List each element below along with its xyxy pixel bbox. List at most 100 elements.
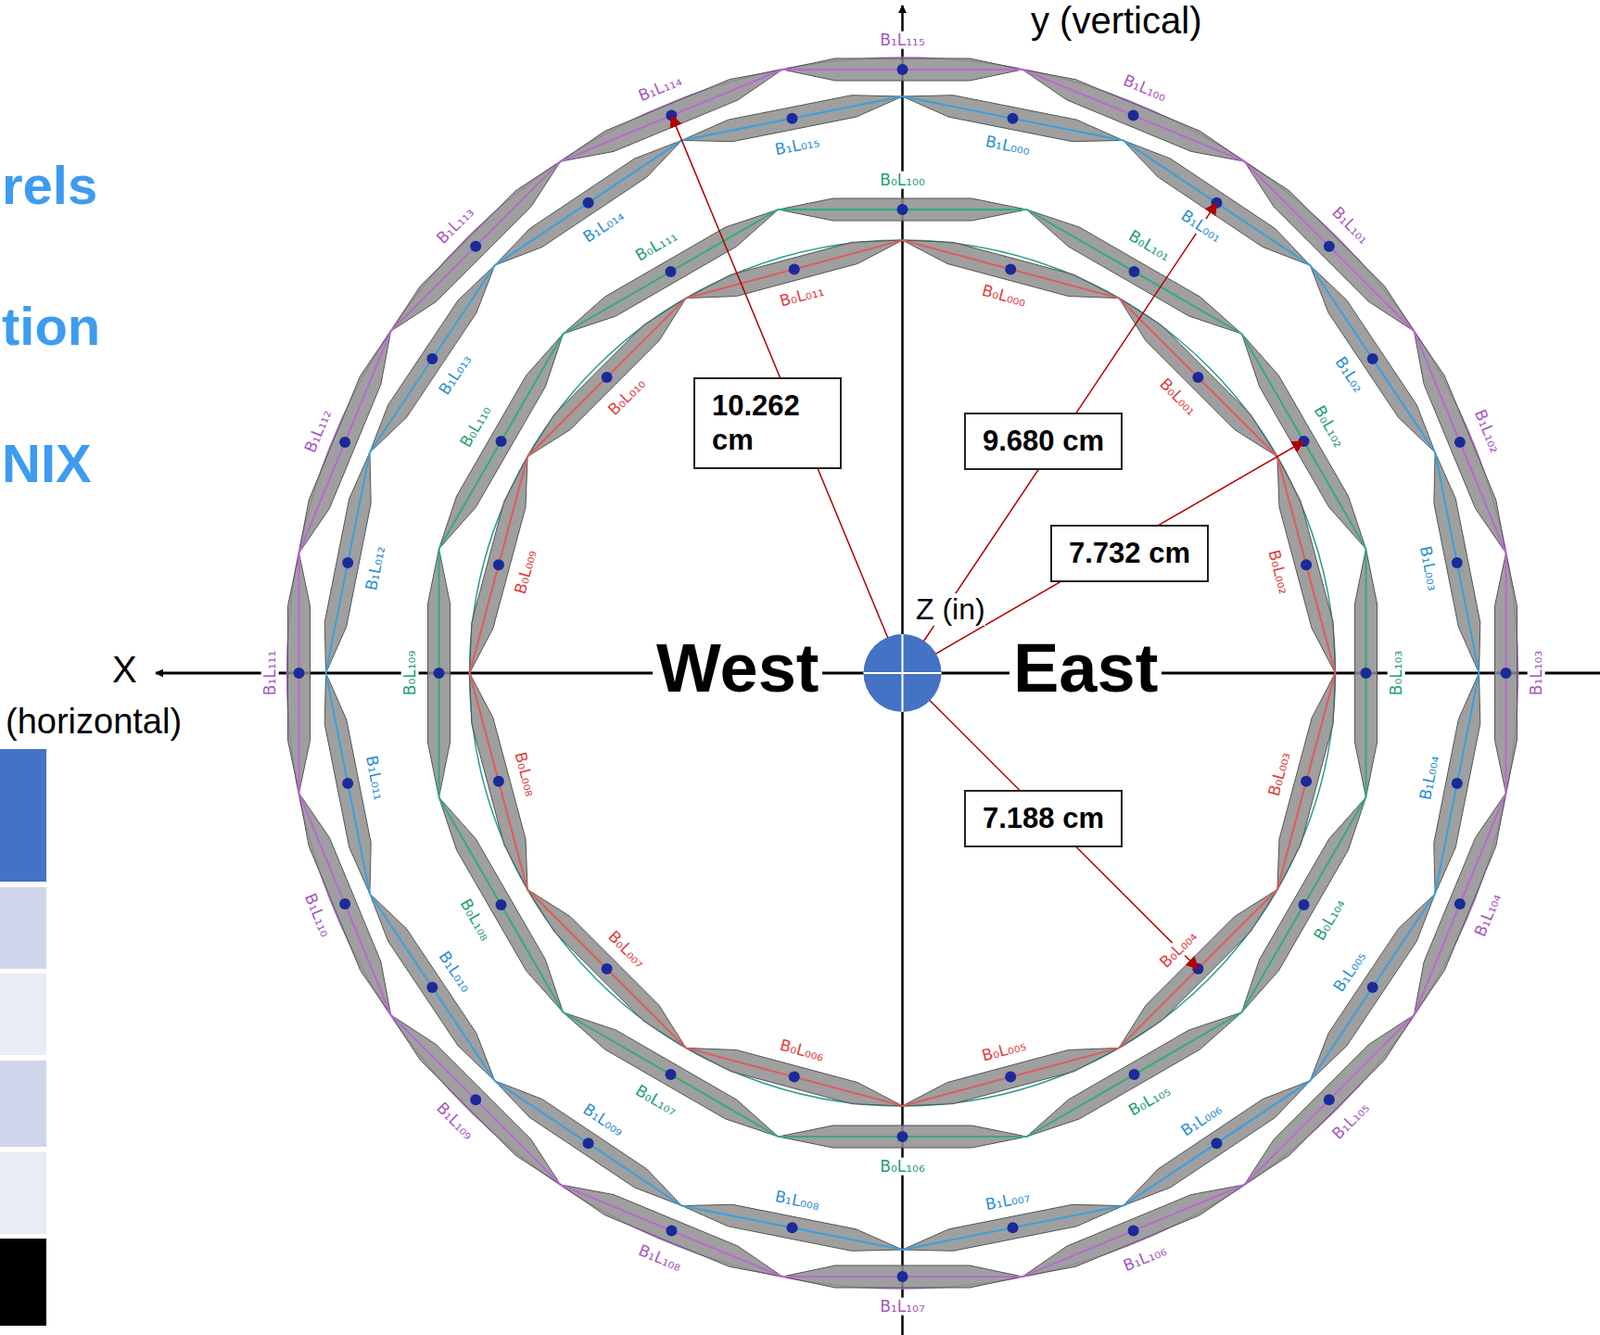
ladder-label: B₀L₀₀₅ xyxy=(977,1035,1029,1066)
ladder-center xyxy=(1451,777,1463,789)
table-cell xyxy=(0,973,47,1055)
ladder-center xyxy=(787,1221,799,1233)
ladder-line xyxy=(369,265,496,453)
ladder-line xyxy=(495,139,683,266)
ladder-center xyxy=(1004,1071,1016,1083)
ladder-line xyxy=(527,298,686,458)
ladder-label: B₁L₀₁₅ xyxy=(772,132,824,160)
ladder xyxy=(1309,893,1435,1081)
ladder-label: B₁L₁₀₀ xyxy=(1118,70,1171,105)
ladder xyxy=(1355,548,1378,798)
ladder-body xyxy=(782,58,1023,81)
ladder-label: B₁L₀₂ xyxy=(1330,352,1369,397)
ladder-label: B₀L₀₀₃ xyxy=(1264,748,1295,800)
ladder-center xyxy=(1129,1068,1141,1080)
ladder-center xyxy=(897,203,909,216)
ladder xyxy=(1123,1080,1311,1207)
ladder-label: B₁L₀₁₂ xyxy=(361,542,389,594)
ladder-center xyxy=(426,981,438,993)
ladder-center xyxy=(495,435,508,447)
table-cell xyxy=(0,1238,47,1326)
ladder-center xyxy=(1367,981,1379,993)
ladder-center xyxy=(665,1068,677,1080)
ladder-body xyxy=(682,95,903,142)
slide-title-fragment: NIX xyxy=(1,433,92,494)
ladder-center xyxy=(426,353,438,365)
ladder xyxy=(324,673,371,894)
ladder xyxy=(527,298,686,458)
ladder-center xyxy=(1004,263,1016,275)
beam-pipe-circle xyxy=(863,634,942,712)
ladder-label: B₁L₀₁₄ xyxy=(578,204,629,247)
ladder-label: B₀L₀₀₂ xyxy=(1264,546,1295,597)
ladder-center xyxy=(1500,667,1512,679)
dimension-box: 9.680 cm xyxy=(964,412,1123,470)
ladder-label: B₀L₀₀₁ xyxy=(1155,373,1202,420)
ladder xyxy=(495,139,683,266)
ladder-body xyxy=(778,198,1028,221)
ladder-body xyxy=(1495,553,1518,794)
ladder-label: B₀L₀₁₁ xyxy=(775,280,827,311)
ladder-center xyxy=(1192,371,1204,383)
axis-label: (horizontal) xyxy=(5,702,182,742)
ladder xyxy=(902,95,1124,142)
ladder-label: B₁L₀₁₃ xyxy=(434,349,477,400)
ladder-label: B₁L₁₀₃ xyxy=(1526,648,1545,698)
ladder-body xyxy=(1434,673,1481,894)
ladder-label: B₀L₁₀₀ xyxy=(877,171,927,190)
ladder-center xyxy=(897,1130,909,1143)
ladder xyxy=(902,1204,1124,1251)
ladder-body xyxy=(1309,893,1435,1081)
ladder-line xyxy=(1118,298,1278,458)
ladder-center xyxy=(493,558,505,571)
dimension-leaders xyxy=(671,115,1304,969)
ladder-label: B₁L₁₁₃ xyxy=(431,202,478,249)
ladder-line xyxy=(326,452,370,674)
ladder xyxy=(1309,265,1435,453)
ladder-center xyxy=(1451,557,1463,569)
ladder-center xyxy=(1298,899,1310,911)
ladder-label: B₁L₁₀₇ xyxy=(877,1297,927,1316)
ladder xyxy=(495,1080,683,1207)
ladder-body xyxy=(495,139,683,266)
table-cell xyxy=(0,749,47,882)
ladder-center xyxy=(495,899,508,911)
table-fragment xyxy=(0,749,47,1326)
ladder-center xyxy=(1007,113,1019,125)
beam-pipe xyxy=(863,634,942,712)
ladder-body xyxy=(288,553,311,794)
ladder-center xyxy=(469,1093,482,1105)
ladder-label: B₁L₁₁₁ xyxy=(260,648,279,698)
ladder-body xyxy=(1123,1080,1311,1207)
ladder-label: B₀L₁₀₄ xyxy=(1309,894,1349,946)
ladder-line xyxy=(902,96,1124,140)
ladder-label: B₀L₁₀₇ xyxy=(630,1079,682,1119)
table-cell xyxy=(0,887,47,969)
ladder-center xyxy=(787,113,799,125)
ladder-center xyxy=(469,241,482,253)
dimension-leader xyxy=(902,203,1218,674)
dimension-box: 7.732 cm xyxy=(1050,524,1209,583)
ladder-label: B₀L₁₁₁ xyxy=(630,226,682,266)
ladder-center xyxy=(433,667,445,679)
ladder-label: B₁L₁₁₄ xyxy=(634,70,686,105)
ladder-label: B₁L₁₀₁ xyxy=(1326,202,1373,249)
ladder-center xyxy=(339,436,351,448)
ladder-center xyxy=(1007,1221,1019,1233)
dimension-box: 7.188 cm xyxy=(964,789,1123,848)
ladder-label: B₀L₁₀₁ xyxy=(1123,226,1175,266)
ladder-label: B₁L₁₀₂ xyxy=(1470,405,1505,458)
axis-label: y (vertical) xyxy=(1030,0,1202,41)
ladder xyxy=(1434,452,1481,674)
ladder-line xyxy=(682,1206,903,1250)
ladder-label: B₁L₁₀₉ xyxy=(431,1097,478,1144)
beam-pipe-cross xyxy=(901,634,904,712)
slide-title-fragment: tion xyxy=(1,296,101,356)
ladder-center xyxy=(1129,266,1141,278)
layer-envelope xyxy=(287,57,1519,1289)
ladder-body xyxy=(1434,452,1481,674)
ladder-body xyxy=(324,673,371,894)
ladder-center xyxy=(293,667,305,679)
ladder-label: B₁L₀₀₁ xyxy=(1176,204,1227,247)
